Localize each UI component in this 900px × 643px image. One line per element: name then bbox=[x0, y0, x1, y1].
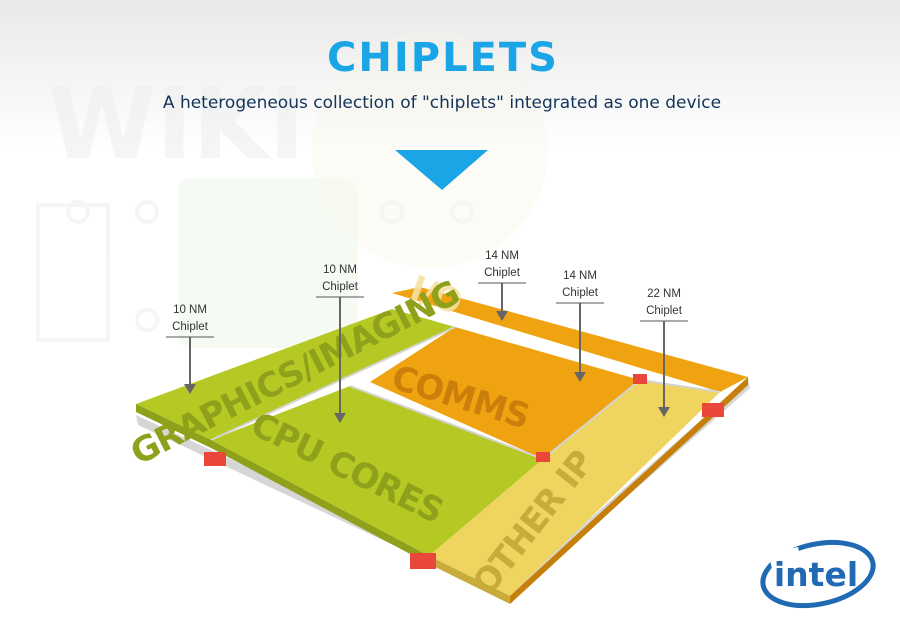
block-graphics-side bbox=[136, 404, 211, 448]
watermark-node bbox=[450, 200, 474, 224]
block-io bbox=[392, 287, 748, 392]
callout-node: 10 NM bbox=[323, 264, 357, 276]
callout-graphics: 10 NM Chiplet bbox=[166, 304, 214, 394]
intel-logo-swirl bbox=[760, 539, 876, 609]
watermark-node bbox=[135, 308, 159, 332]
watermark-node bbox=[135, 200, 159, 224]
callout-arrow-icon bbox=[574, 372, 586, 382]
callout-arrow-icon bbox=[334, 413, 346, 423]
callout-kind: Chiplet bbox=[322, 281, 359, 293]
block-other-side bbox=[429, 556, 510, 604]
block-graphics-imaging bbox=[136, 309, 455, 440]
header-band bbox=[0, 0, 900, 150]
callout-cpu: 10 NM Chiplet bbox=[316, 264, 364, 423]
callout-node: 22 NM bbox=[647, 288, 681, 300]
callout-io: 14 NM Chiplet bbox=[478, 250, 526, 321]
callout-kind: Chiplet bbox=[646, 305, 683, 317]
bridge-icon bbox=[633, 374, 647, 384]
interconnect-bridges bbox=[204, 374, 724, 569]
watermark-circuit-left bbox=[36, 203, 110, 342]
callout-other-ip: 22 NM Chiplet bbox=[640, 288, 688, 417]
block-io-side bbox=[510, 377, 748, 604]
watermark-text: WIKI bbox=[48, 68, 305, 182]
callout-node: 10 NM bbox=[173, 304, 207, 316]
block-cpu-side bbox=[211, 440, 429, 564]
block-other-ip bbox=[429, 380, 720, 596]
watermark-node bbox=[380, 200, 404, 224]
callout-kind: Chiplet bbox=[172, 321, 209, 333]
intel-logo-swirl-gap bbox=[768, 547, 802, 569]
callout-comms: 14 NM Chiplet bbox=[556, 270, 604, 382]
callout-kind: Chiplet bbox=[484, 267, 521, 279]
callout-kind: Chiplet bbox=[562, 287, 599, 299]
callout-arrow-icon bbox=[184, 384, 196, 394]
page-subtitle: A heterogeneous collection of "chiplets"… bbox=[163, 93, 721, 113]
block-seams bbox=[210, 326, 721, 460]
bridge-icon bbox=[536, 452, 550, 462]
callout-arrow-icon bbox=[658, 407, 670, 417]
bridge-icon bbox=[410, 553, 436, 569]
callout-node: 14 NM bbox=[485, 250, 519, 262]
page-title: CHIPLETS bbox=[327, 35, 559, 81]
callout-node: 14 NM bbox=[563, 270, 597, 282]
bridge-icon bbox=[204, 452, 226, 466]
block-comms bbox=[370, 327, 640, 459]
callout-arrow-icon bbox=[496, 311, 508, 321]
bridge-icon bbox=[702, 403, 724, 417]
watermark-node bbox=[66, 200, 90, 224]
intel-logo-text: intel bbox=[774, 555, 858, 594]
down-arrow-icon bbox=[395, 150, 488, 190]
intel-logo: intel bbox=[760, 539, 876, 609]
watermark-chip bbox=[178, 178, 358, 348]
